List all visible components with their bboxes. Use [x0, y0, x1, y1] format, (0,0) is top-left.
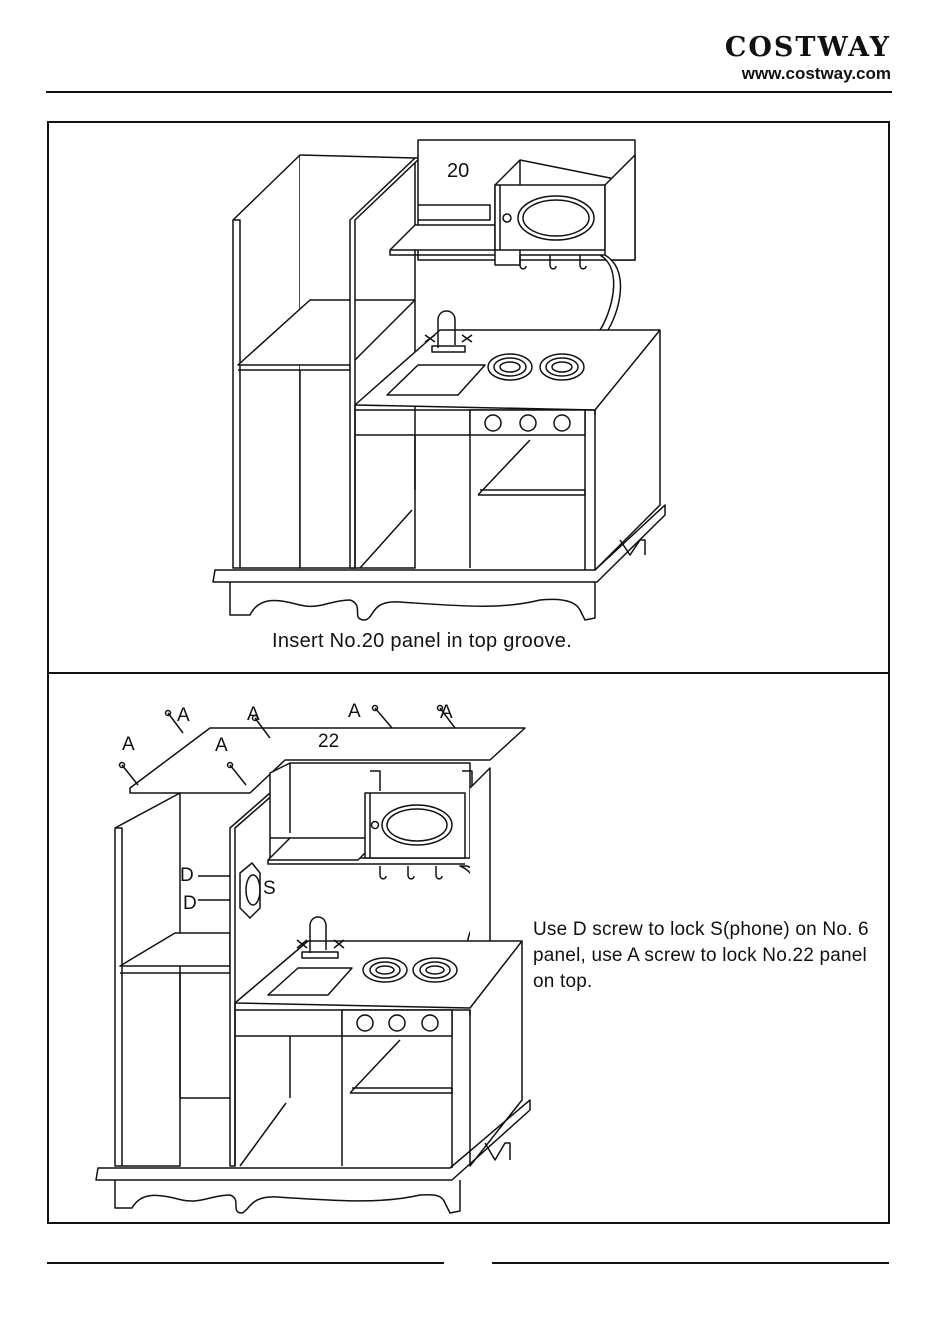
screw-label-d-1: D	[180, 865, 194, 887]
step1-part-number: 20	[447, 160, 469, 183]
step1-kitchen-illustration	[200, 130, 680, 620]
phone-label-s: S	[263, 878, 276, 900]
screw-label-a-6: A	[215, 735, 228, 757]
screw-label-d-2: D	[183, 893, 197, 915]
step-divider	[47, 672, 890, 674]
screw-label-a-2: A	[247, 704, 260, 726]
step2-caption: Use D screw to lock S(phone) on No. 6 pa…	[533, 917, 878, 995]
step2-kitchen-illustration	[90, 698, 540, 1213]
screw-label-a-5: A	[122, 734, 135, 756]
step1-caption: Insert No.20 panel in top groove.	[272, 630, 572, 653]
screw-label-a-4: A	[440, 702, 453, 724]
screw-label-a-3: A	[348, 701, 361, 723]
step2-part-number: 22	[318, 731, 339, 753]
brand-logo: COSTWAY	[725, 34, 891, 62]
footer-rule-left	[47, 1262, 444, 1264]
brand-block: COSTWAY www.costway.com	[725, 34, 891, 84]
brand-website: www.costway.com	[725, 64, 891, 84]
header-rule	[46, 91, 892, 93]
footer-rule-right	[492, 1262, 889, 1264]
screw-label-a-1: A	[177, 705, 190, 727]
